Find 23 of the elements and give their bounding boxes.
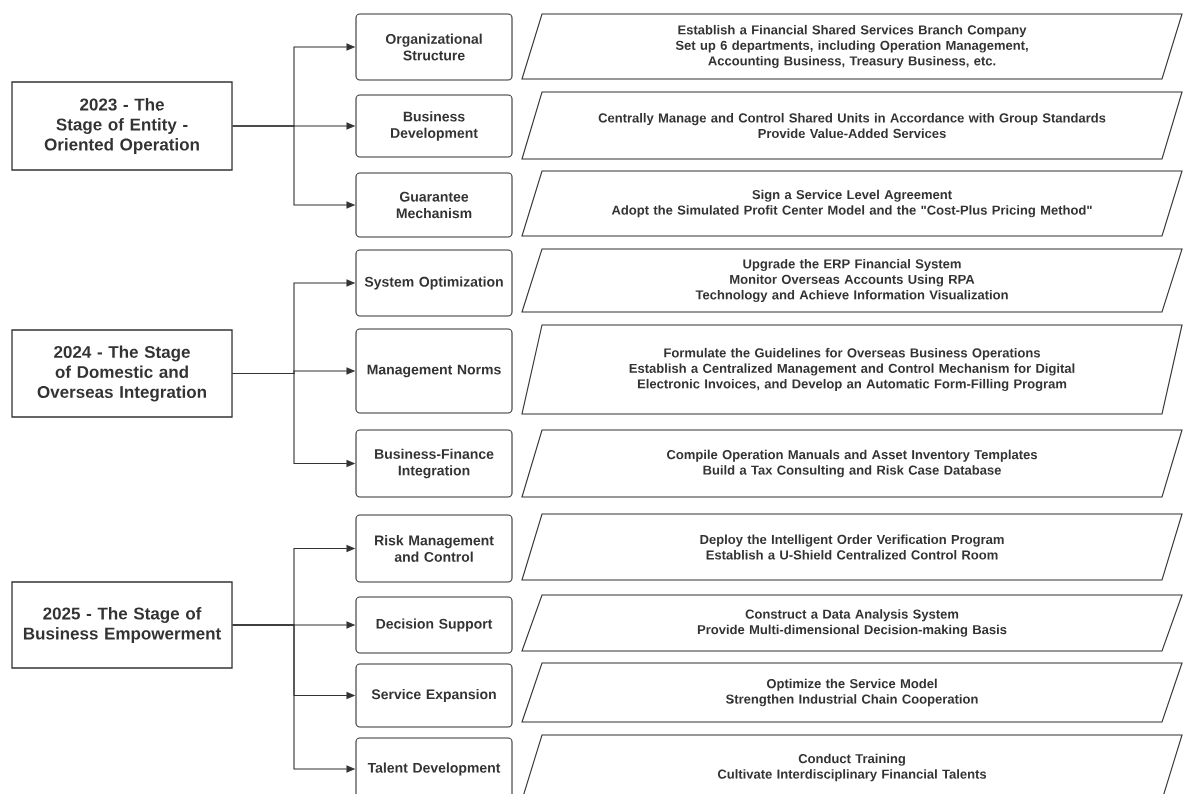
category-box: System Optimization <box>355 249 513 317</box>
category-box: Organizational Structure <box>355 13 513 81</box>
category-box: Risk Management and Control <box>355 514 513 583</box>
category-box: Talent Development <box>355 737 513 794</box>
stage-box: 2023 - The Stage of Entity - Oriented Operation <box>11 81 233 171</box>
description-parallelogram: Deploy the Intelligent Order Verification Program Establish a U-Shield Centralized Control Room <box>521 513 1183 581</box>
description-parallelogram: Establish a Financial Shared Services Branch Company Set up 6 departments, including Operation Management, Accounting Business, Treasury Business, etc. <box>521 13 1183 80</box>
category-box: Service Expansion <box>355 663 513 728</box>
description-parallelogram: Upgrade the ERP Financial System Monitor Overseas Accounts Using RPA Technology and Achieve Information Visualization <box>521 248 1183 313</box>
category-box: Business Development <box>355 94 513 158</box>
description-parallelogram: Conduct Training Cultivate Interdisciplinary Financial Talents <box>521 734 1183 794</box>
stage-box: 2024 - The Stage of Domestic and Overseas Integration <box>11 329 233 418</box>
category-box: Guarantee Mechanism <box>355 172 513 238</box>
description-parallelogram: Optimize the Service Model Strengthen Industrial Chain Cooperation <box>521 662 1183 723</box>
description-parallelogram: Compile Operation Manuals and Asset Inventory Templates Build a Tax Consulting and Risk Case Database <box>521 429 1183 498</box>
category-box: Business-Finance Integration <box>355 429 513 498</box>
category-box: Decision Support <box>355 596 513 654</box>
description-parallelogram: Centrally Manage and Control Shared Units in Accordance with Group Standards Provide Value-Added Services <box>521 91 1183 160</box>
description-parallelogram: Construct a Data Analysis System Provide Multi-dimensional Decision-making Basis <box>521 594 1183 652</box>
description-parallelogram: Formulate the Guidelines for Overseas Business Operations Establish a Centralized Management and Control Mechanism for Digital Electronic Invoices, and Develop an Automatic Form-Filling Program <box>521 324 1183 415</box>
description-parallelogram: Sign a Service Level Agreement Adopt the Simulated Profit Center Model and the "Cost-Plus Pricing Method" <box>521 170 1183 237</box>
stage-box: 2025 - The Stage of Business Empowerment <box>11 581 233 669</box>
category-box: Management Norms <box>355 328 513 414</box>
